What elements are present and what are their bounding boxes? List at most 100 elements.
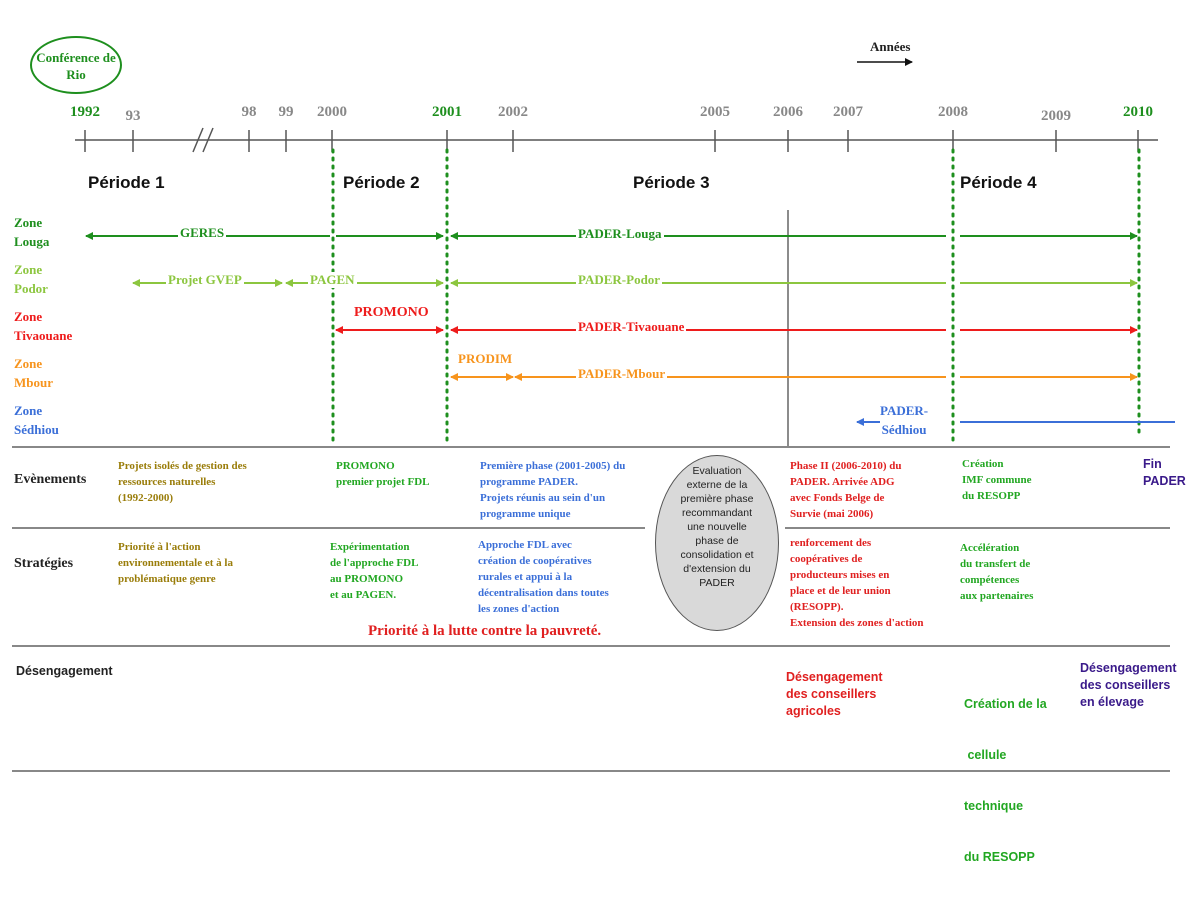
year-label-2005: 2005 xyxy=(700,104,730,120)
row-evenements-label: Evènements xyxy=(14,472,87,487)
program-prodim: PRODIM xyxy=(456,351,515,367)
axis-break-mark xyxy=(202,127,214,153)
event-p3-line: Projets réunis au sein d'un xyxy=(480,492,606,504)
strategy-period-2: Expérimentation de l'approche FDL au PRO… xyxy=(330,539,418,603)
timeline-graphics xyxy=(12,58,1175,772)
strategy-period-3: Approche FDL avec création de coopérativ… xyxy=(478,537,609,617)
year-label-2009: 2009 xyxy=(1041,108,1071,124)
oval-line: première phase xyxy=(680,493,754,505)
pader-sedhiou-line2: Sédhiou xyxy=(881,422,927,437)
period-1-label: Période 1 xyxy=(88,173,165,192)
event-p3b-line: Survie (mai 2006) xyxy=(790,508,874,520)
strategy-p4-line: du transfert de xyxy=(960,558,1031,570)
event-p1-line: Projets isolés de gestion des xyxy=(118,460,247,472)
year-label-2007: 2007 xyxy=(833,104,863,120)
strategy-p3-line: les zones d'action xyxy=(478,603,560,615)
evaluation-oval xyxy=(655,455,779,631)
event-p1-line: ressources naturelles xyxy=(118,476,216,488)
strategy-p2-line: Expérimentation xyxy=(330,541,410,553)
strategy-p2-line: et au PAGEN. xyxy=(330,589,397,601)
program-pader-tivaouane: PADER-Tivaouane xyxy=(576,319,687,335)
oval-line: d'extension du xyxy=(683,563,751,575)
zone-sedhiou-line1: Zone xyxy=(14,403,43,418)
program-promono: PROMONO xyxy=(352,305,431,321)
oval-line: consolidation et xyxy=(680,549,754,561)
event-p3b-line: avec Fonds Belge de xyxy=(790,492,885,504)
strategy-p3b-line: place et de leur union xyxy=(790,585,891,597)
strategy-p1-line: environnementale et à la xyxy=(118,557,233,569)
disengagement-agricoles-line: des conseillers xyxy=(786,687,877,701)
oval-line: une nouvelle xyxy=(687,521,747,533)
disengagement-agricoles-line: Désengagement xyxy=(786,670,883,684)
strategy-p1-line: problématique genre xyxy=(118,573,216,585)
program-pader-mbour: PADER-Mbour xyxy=(576,366,668,382)
zone-mbour-label: Zone Mbour xyxy=(14,354,53,392)
oval-line: phase de xyxy=(695,535,739,547)
strategy-period-4: Accélération du transfert de compétences… xyxy=(960,540,1033,604)
event-period-4: Création IMF commune du RESOPP xyxy=(962,456,1032,504)
cellule-line: Création de la xyxy=(964,697,1047,711)
event-p2-line: PROMONO xyxy=(336,460,395,472)
zone-mbour-line1: Zone xyxy=(14,356,43,371)
priority-poverty-label: Priorité à la lutte contre la pauvreté. xyxy=(368,623,602,639)
row-strategies-label: Stratégies xyxy=(14,556,74,571)
strategy-p1-line: Priorité à l'action xyxy=(118,541,201,553)
event-period-3-phase2: Phase II (2006-2010) du PADER. Arrivée A… xyxy=(790,458,902,522)
evaluation-oval-text: Evaluation externe de la première phase … xyxy=(660,464,774,590)
zone-sedhiou-line2: Sédhiou xyxy=(14,422,59,437)
event-p3b-line: PADER. Arrivée ADG xyxy=(790,476,895,488)
year-label-2008: 2008 xyxy=(938,104,968,120)
period-2-label: Période 2 xyxy=(343,173,420,192)
disengagement-agricoles: Désengagement des conseillers agricoles xyxy=(786,669,883,720)
year-label-1992: 1992 xyxy=(70,104,100,120)
event-period-1: Projets isolés de gestion des ressources… xyxy=(118,458,247,506)
year-label-1998: 98 xyxy=(241,104,257,120)
strategy-p4-line: compétences xyxy=(960,574,1020,586)
strategy-p4-line: aux partenaires xyxy=(960,590,1034,602)
strategy-p3-line: rurales et appui à la xyxy=(478,571,573,583)
disengagement-agricoles-line: agricoles xyxy=(786,704,841,718)
years-label: Années xyxy=(870,39,911,54)
event-p1-line: (1992-2000) xyxy=(118,492,173,504)
cellule-line: du RESOPP xyxy=(964,850,1035,864)
program-pader-sedhiou: PADER- Sédhiou xyxy=(880,401,929,439)
period-4-label: Période 4 xyxy=(960,173,1037,192)
event-p4-line: du RESOPP xyxy=(962,490,1021,502)
zone-tivaouane-line2: Tivaouane xyxy=(14,328,73,343)
program-pagen: PAGEN xyxy=(308,272,357,288)
strategy-p3b-line: Extension des zones d'action xyxy=(790,617,924,629)
event-p3-line: programme PADER. xyxy=(480,476,578,488)
zone-podor-line1: Zone xyxy=(14,262,43,277)
strategy-p3b-line: renforcement des xyxy=(790,537,872,549)
event-p4-line: IMF commune xyxy=(962,474,1032,486)
oval-line: externe de la xyxy=(686,479,748,491)
axis-break-mark xyxy=(192,127,204,153)
oval-line: recommandant xyxy=(681,507,753,519)
event-p3-line: Première phase (2001-2005) du xyxy=(480,460,626,472)
year-label-2000: 2000 xyxy=(317,104,347,120)
zone-tivaouane-label: Zone Tivaouane xyxy=(14,307,72,345)
program-pader-podor: PADER-Podor xyxy=(576,272,663,288)
year-label-2006: 2006 xyxy=(773,104,803,120)
zone-louga-line2: Louga xyxy=(14,234,50,249)
oval-line: PADER xyxy=(699,577,735,589)
pader-sedhiou-line1: PADER- xyxy=(880,403,929,418)
zone-podor-label: Zone Podor xyxy=(14,260,48,298)
program-pader-louga: PADER-Louga xyxy=(576,226,664,242)
strategy-p3b-line: producteurs mises en xyxy=(790,569,890,581)
year-label-1993: 93 xyxy=(125,108,141,124)
event-p3b-line: Phase II (2006-2010) du xyxy=(790,460,902,472)
disengagement-elevage-line: en élevage xyxy=(1080,695,1144,709)
strategy-period-3-phase2: renforcement des coopératives de product… xyxy=(790,535,924,631)
event-end-line: PADER xyxy=(1143,474,1186,488)
rio-conference-label: Conférence de Rio xyxy=(30,36,122,94)
event-p3-line: programme unique xyxy=(480,508,571,520)
cellule-line: cellule xyxy=(964,748,1007,762)
rio-text: Conférence de Rio xyxy=(36,50,116,82)
zone-sedhiou-label: Zone Sédhiou xyxy=(14,401,59,439)
program-geres: GERES xyxy=(178,225,227,241)
zone-tivaouane-line1: Zone xyxy=(14,309,43,324)
strategy-p3-line: création de coopératives xyxy=(478,555,592,567)
strategy-p3-line: décentralisation dans toutes xyxy=(478,587,609,599)
